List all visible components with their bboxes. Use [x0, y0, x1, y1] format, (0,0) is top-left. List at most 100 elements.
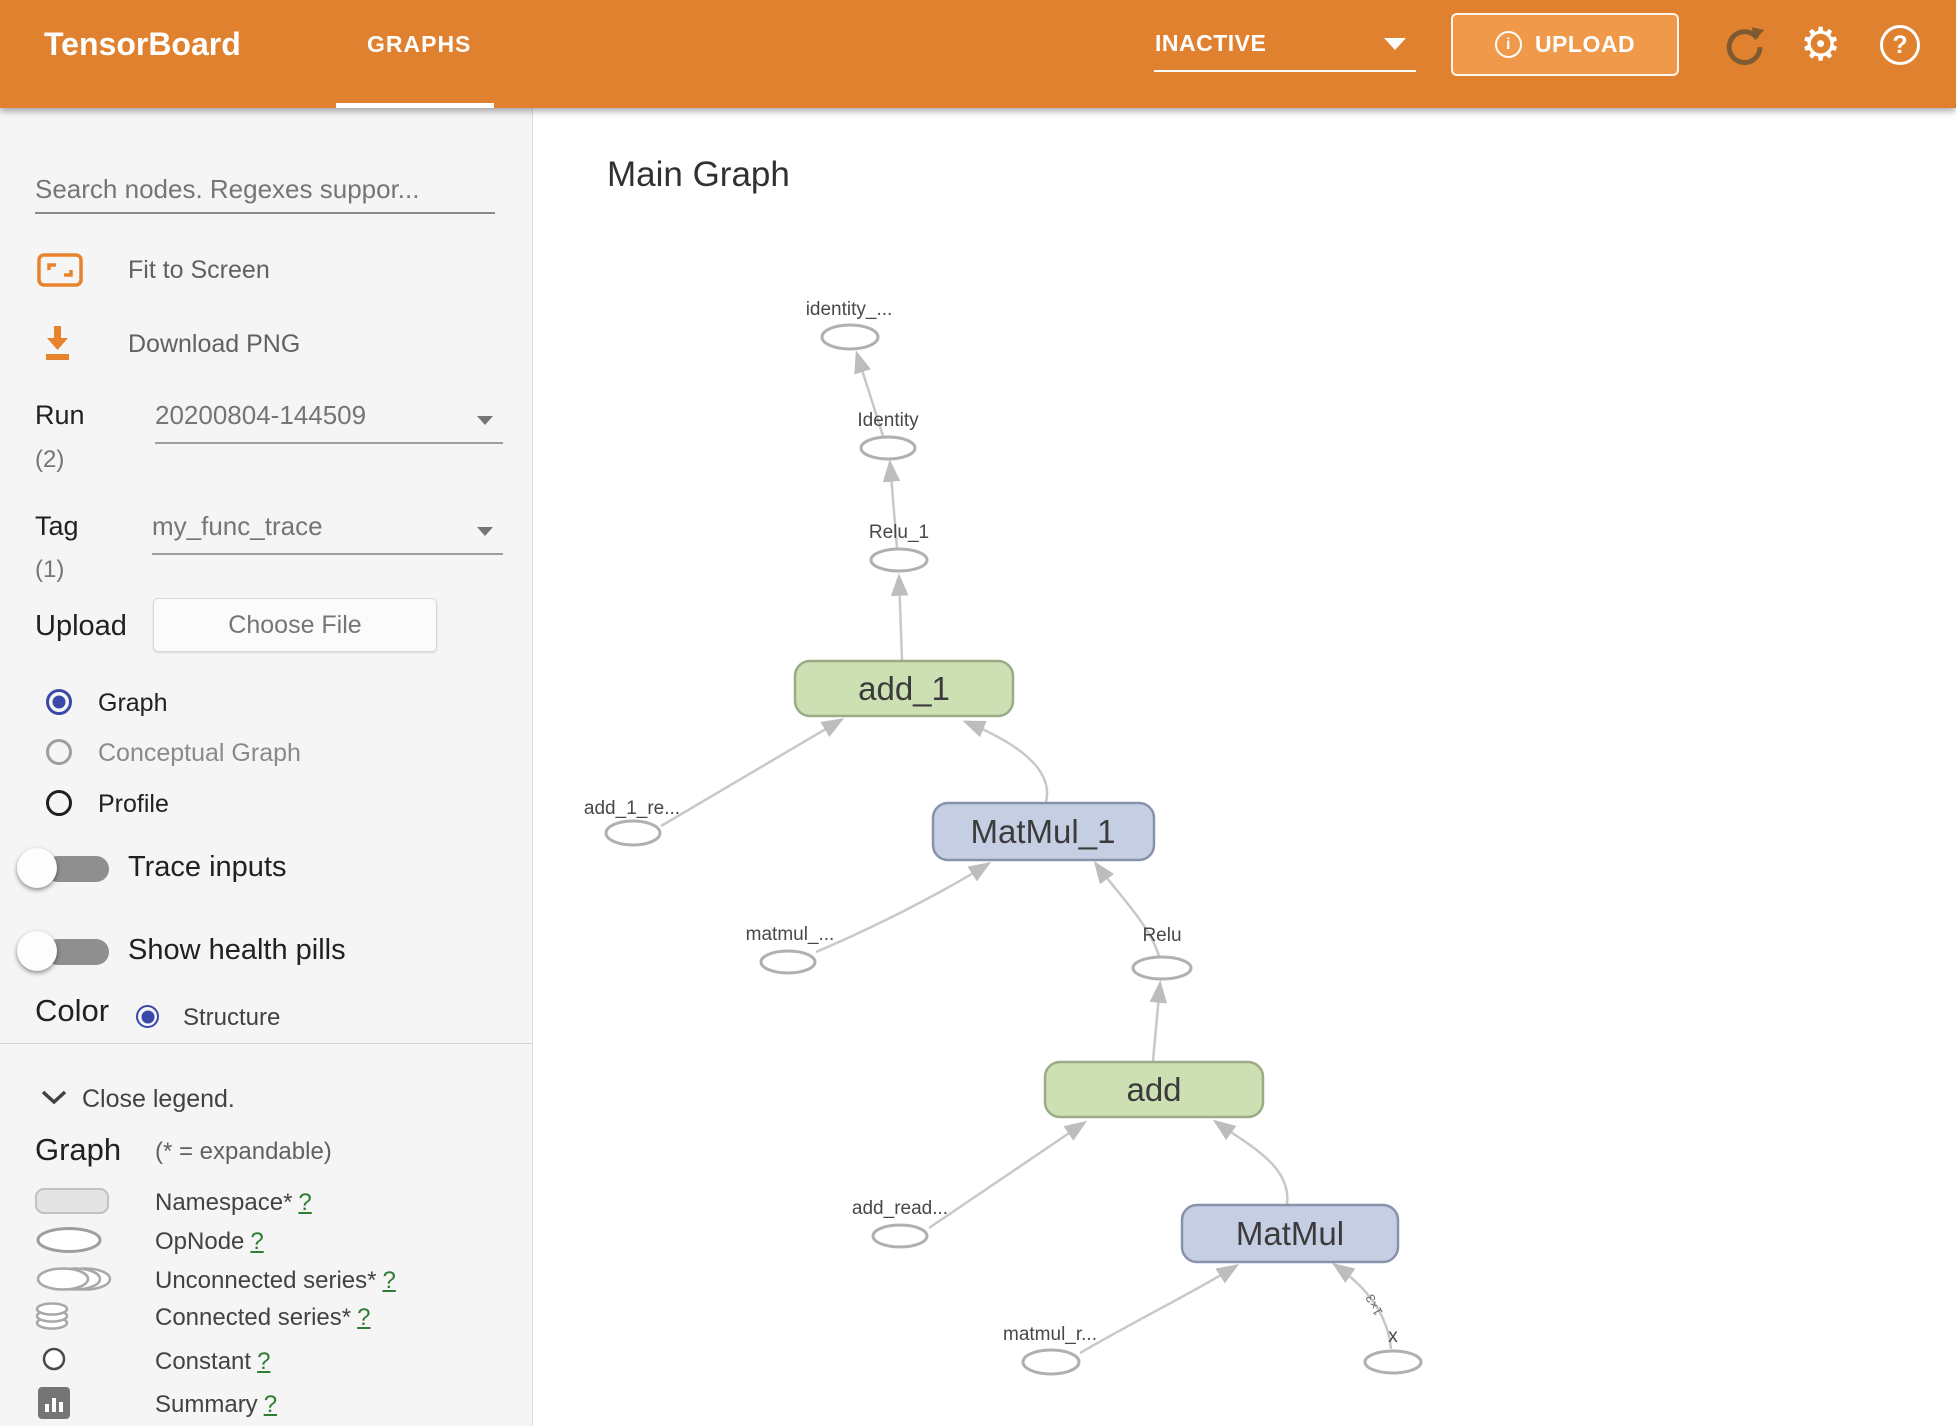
- help-link[interactable]: ?: [298, 1189, 312, 1216]
- tag-count: (1): [35, 556, 65, 583]
- download-png-button[interactable]: Download PNG: [128, 330, 301, 358]
- help-link[interactable]: ?: [257, 1348, 271, 1375]
- reload-status-value: INACTIVE: [1155, 30, 1267, 56]
- opnode-label: Identity: [857, 410, 919, 431]
- refresh-icon[interactable]: [1722, 24, 1766, 68]
- edge-matmul1-to-add1: [962, 720, 1049, 803]
- opnode-identity-s[interactable]: [820, 323, 880, 351]
- legend-item-label: Unconnected series*: [155, 1267, 377, 1294]
- edge-identity-to-identity-s: [854, 350, 885, 437]
- radio-graph-label: Graph: [98, 689, 168, 717]
- radio-structure[interactable]: [136, 1005, 159, 1028]
- show-health-pills-label: Show health pills: [128, 934, 346, 966]
- legend-item-label: OpNode: [155, 1228, 245, 1255]
- opnode-label: x: [1388, 1326, 1398, 1347]
- edge-add1re-to-add1: [660, 718, 845, 828]
- tag-select-value: my_func_trace: [152, 511, 323, 541]
- header-toolbar: TensorBoard GRAPHS INACTIVE i UPLOAD ⚙ ?: [0, 0, 1956, 108]
- opnode-label: add_read...: [852, 1198, 948, 1219]
- chevron-down-icon[interactable]: [40, 1088, 68, 1106]
- opnode-label: add_1_re...: [584, 798, 680, 819]
- tag-label: Tag: [35, 511, 79, 541]
- radio-conceptual-graph[interactable]: [46, 739, 72, 765]
- legend-item-connected-series: Connected series*?: [155, 1304, 370, 1332]
- opnode-relu[interactable]: [1131, 955, 1193, 981]
- toggle-thumb[interactable]: [17, 931, 57, 971]
- edge-matmulr-to-matmul: [1079, 1263, 1240, 1355]
- fit-to-screen-button[interactable]: Fit to Screen: [128, 256, 270, 284]
- edge-relu-to-matmul1: [1093, 860, 1161, 957]
- legend-item-label: Namespace*: [155, 1189, 293, 1216]
- connected-series-icon: [35, 1302, 69, 1330]
- opnode-relu1[interactable]: [869, 547, 929, 573]
- help-link[interactable]: ?: [250, 1228, 264, 1255]
- tab-graphs[interactable]: GRAPHS: [367, 31, 472, 57]
- run-count: (2): [35, 446, 65, 473]
- opnode-add1re[interactable]: [604, 819, 662, 847]
- legend-item-opnode: OpNode?: [155, 1228, 264, 1256]
- node-matmul[interactable]: [1180, 1203, 1400, 1264]
- close-legend-button[interactable]: Close legend.: [82, 1085, 235, 1113]
- chevron-down-icon: [477, 527, 493, 536]
- legend-heading: Graph: [35, 1132, 122, 1167]
- toggle-thumb[interactable]: [17, 848, 57, 888]
- show-health-pills-toggle[interactable]: [17, 930, 129, 972]
- node-add-1-label: add_1: [858, 670, 950, 707]
- opnode-identity[interactable]: [859, 435, 917, 461]
- node-matmul-1-label: MatMul_1: [971, 813, 1116, 850]
- opnode-matmul-s[interactable]: [759, 949, 817, 975]
- opnode-label: matmul_r...: [1003, 1324, 1097, 1345]
- dropdown-underline: [1154, 70, 1416, 72]
- help-icon[interactable]: ?: [1880, 25, 1920, 65]
- radio-graph[interactable]: [46, 689, 72, 715]
- trace-inputs-toggle[interactable]: [17, 847, 129, 889]
- help-link[interactable]: ?: [357, 1304, 371, 1331]
- bar: [45, 1404, 49, 1412]
- opnode-addread[interactable]: [871, 1223, 929, 1249]
- select-underline: [152, 553, 503, 555]
- gear-icon[interactable]: ⚙: [1800, 18, 1842, 70]
- edge-matmul-to-add: [1212, 1119, 1289, 1205]
- tab-active-indicator: [336, 103, 494, 108]
- edge-matmuls-to-matmul1: [815, 861, 992, 954]
- choose-file-button[interactable]: Choose File: [153, 598, 437, 652]
- node-matmul-label: MatMul: [1236, 1215, 1344, 1252]
- select-underline: [155, 442, 503, 444]
- legend-expandable-note: (* = expandable): [155, 1138, 332, 1165]
- run-select[interactable]: 20200804-144509: [155, 400, 503, 444]
- legend-item-label: Constant: [155, 1348, 252, 1375]
- search-input[interactable]: [35, 166, 495, 214]
- download-png-icon[interactable]: [38, 323, 76, 363]
- radio-profile-label: Profile: [98, 790, 169, 818]
- node-add-1[interactable]: [793, 659, 1015, 718]
- bar: [59, 1402, 63, 1412]
- namespace-icon: [35, 1188, 109, 1214]
- unconnected-series-icon: [36, 1267, 112, 1291]
- upload-button[interactable]: i UPLOAD: [1451, 13, 1679, 76]
- legend-item-constant: Constant?: [155, 1348, 270, 1376]
- constant-icon: [42, 1347, 66, 1371]
- edge-add-to-relu: [1149, 980, 1168, 1062]
- radio-structure-label: Structure: [183, 1004, 281, 1031]
- radio-profile[interactable]: [46, 790, 72, 816]
- reload-status-dropdown[interactable]: INACTIVE: [1154, 22, 1416, 72]
- edge-relu1-to-identity: [882, 459, 901, 549]
- legend-item-unconnected-series: Unconnected series*?: [155, 1267, 396, 1295]
- opnode-x[interactable]: [1363, 1349, 1423, 1375]
- run-label: Run: [35, 400, 85, 430]
- node-add[interactable]: [1043, 1060, 1265, 1119]
- divider: [0, 1043, 533, 1044]
- fit-to-screen-icon[interactable]: [37, 252, 83, 288]
- edge-x-to-matmul: [1331, 1262, 1393, 1350]
- help-link[interactable]: ?: [382, 1267, 396, 1294]
- opnode-matmulr[interactable]: [1021, 1348, 1081, 1376]
- help-link[interactable]: ?: [263, 1391, 278, 1418]
- legend-item-label: Connected series*: [155, 1304, 352, 1331]
- node-matmul-1[interactable]: [931, 801, 1156, 862]
- page-title: Main Graph: [607, 155, 790, 194]
- color-label: Color: [35, 993, 110, 1028]
- chevron-down-icon: [477, 416, 493, 425]
- opnode-label: identity_...: [806, 299, 893, 320]
- tag-select[interactable]: my_func_trace: [152, 511, 503, 555]
